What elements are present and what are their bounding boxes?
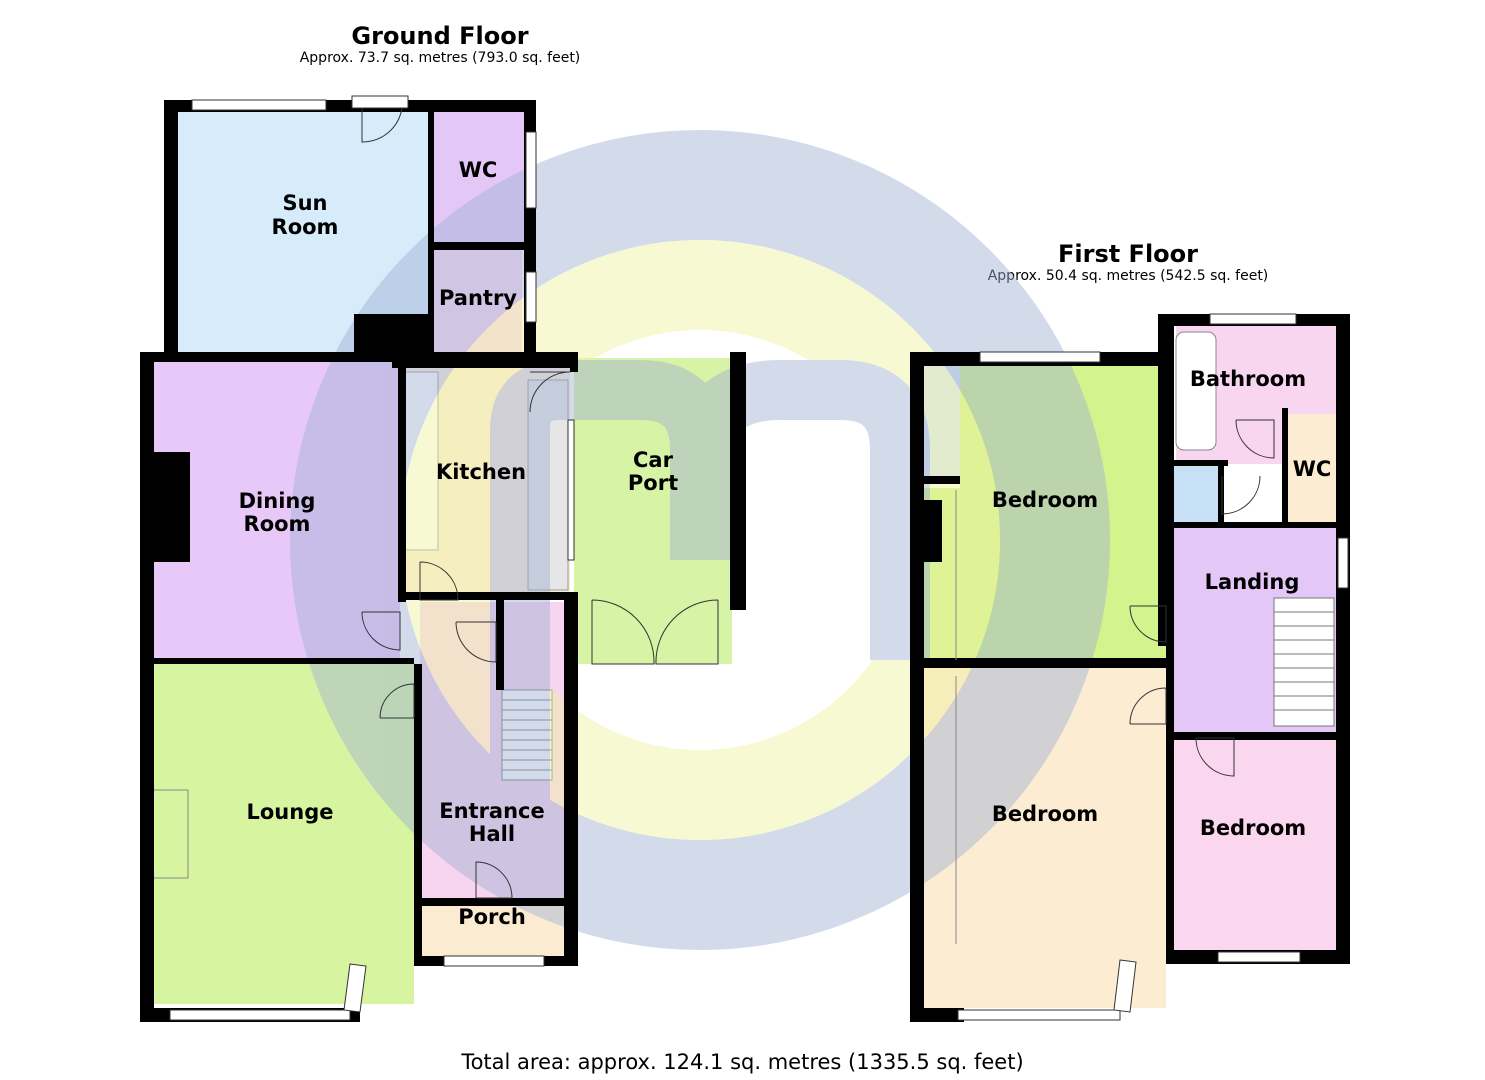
first-floor-walls — [910, 314, 1350, 1022]
pantry-label: Pantry — [439, 286, 517, 310]
bath-tub — [1175, 331, 1217, 451]
kitchen-worktop — [403, 371, 439, 551]
first-floor-rooms — [924, 326, 1336, 1008]
wc-first-label: WC — [1293, 457, 1332, 481]
watermark-logo — [290, 130, 1110, 950]
car-port-area — [574, 358, 732, 664]
bedroom-small-area — [1172, 738, 1336, 950]
wc-ground-area — [428, 110, 524, 245]
first-staircase — [1273, 597, 1335, 727]
wc-first-area — [1288, 414, 1336, 526]
landing-label: Landing — [1205, 570, 1300, 594]
ground-floor-openings — [169, 95, 719, 1021]
first-floor-heading: First Floor Approx. 50.4 sq. metres (542… — [928, 240, 1328, 284]
rear-wardrobe-area — [924, 364, 960, 476]
bedroom-front-area — [924, 668, 1166, 1008]
kitchen-counter — [527, 379, 569, 591]
ground-floor-heading: Ground Floor Approx. 73.7 sq. metres (79… — [240, 22, 640, 66]
airing-cupboard-area — [1172, 466, 1218, 524]
lounge-area — [152, 664, 414, 1004]
bathroom-label: Bathroom — [1190, 367, 1306, 391]
wc-ground-label: WC — [459, 158, 498, 182]
total-area: Total area: approx. 124.1 sq. metres (13… — [461, 1050, 1024, 1074]
ground-floor-area: Approx. 73.7 sq. metres (793.0 sq. feet) — [299, 50, 581, 66]
bedroom-front-label: Bedroom — [992, 802, 1098, 826]
lounge-label: Lounge — [247, 800, 334, 824]
ground-floor-rooms — [151, 110, 732, 1004]
first-floor-openings — [955, 313, 1349, 1021]
first-floor-area: Approx. 50.4 sq. metres (542.5 sq. feet) — [987, 268, 1269, 284]
porch-area — [420, 904, 568, 960]
dining-room-area — [152, 362, 400, 662]
porch-label: Porch — [458, 905, 526, 929]
ground-floor-title: Ground Floor — [351, 22, 529, 50]
pantry-area — [432, 250, 522, 358]
bedroom-rear-area — [960, 364, 1166, 664]
ground-staircase — [501, 689, 553, 781]
kitchen-label: Kitchen — [436, 460, 526, 484]
bedroom-rear-label: Bedroom — [992, 488, 1098, 512]
bedroom-small-label: Bedroom — [1200, 816, 1306, 840]
first-floor-title: First Floor — [1057, 240, 1198, 268]
